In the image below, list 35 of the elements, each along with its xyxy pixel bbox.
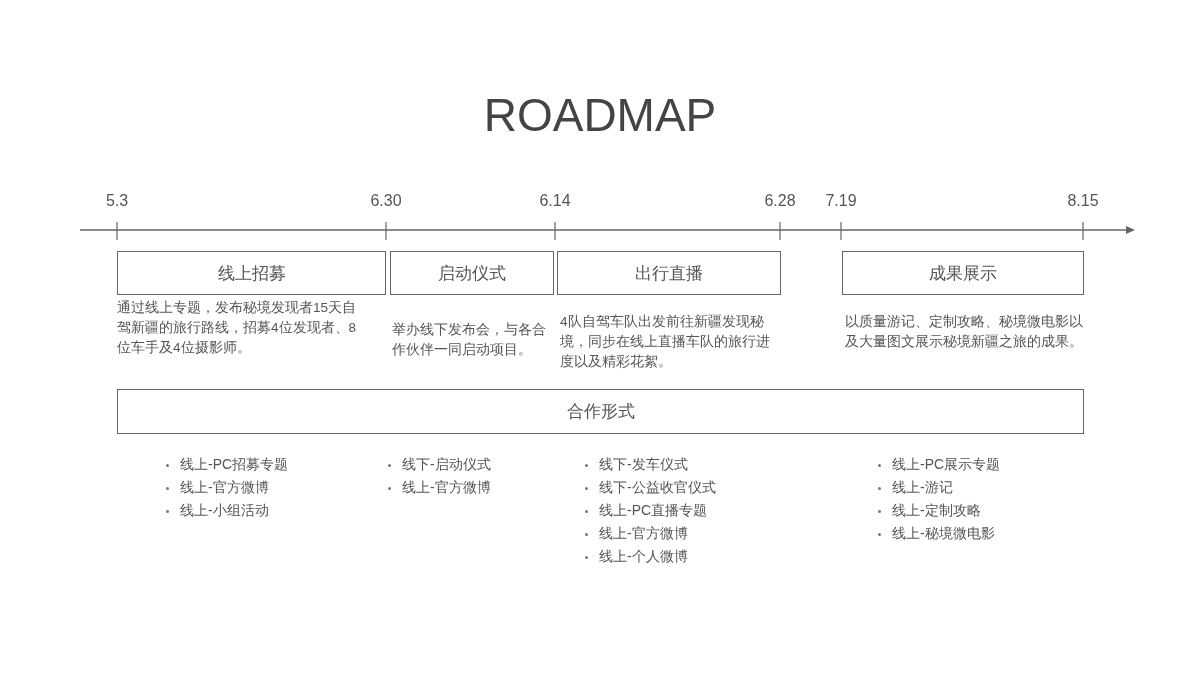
bullet-item: 线下-发车仪式 — [599, 456, 688, 472]
date-label: 6.14 — [538, 192, 572, 210]
date-label: 8.15 — [1066, 192, 1100, 210]
date-label: 6.30 — [369, 192, 403, 210]
bullet-item: 线上-秘境微电影 — [892, 525, 995, 541]
phase-title: 成果展示 — [929, 262, 997, 285]
bullet-item: 线上-小组活动 — [180, 502, 269, 518]
date-label: 7.19 — [824, 192, 858, 210]
phase-box — [842, 251, 1084, 295]
bullet-item: 线下-公益收官仪式 — [599, 479, 716, 495]
description-text: 通过线上专题，发布秘境发现者15天自驾新疆的旅行路线，招募4位发现者、8位车手及4位摄影师。 — [117, 299, 357, 357]
bullet-item: 线上-PC展示专题 — [892, 456, 1001, 472]
bullet-item: 线上-PC招募专题 — [180, 456, 289, 472]
bullet-item: 线上-官方微博 — [599, 525, 688, 541]
bullet-item: 线上-个人微博 — [599, 548, 688, 564]
bullet-item: 线上-游记 — [892, 479, 953, 495]
description-text: 以质量游记、定制攻略、秘境微电影以及大量图文展示秘境新疆之旅的成果。 — [845, 313, 1084, 351]
phase-title: 启动仪式 — [438, 262, 506, 285]
bullet-item: 线下-启动仪式 — [402, 456, 491, 472]
bullet-item: 线上-官方微博 — [402, 479, 491, 495]
phase-box — [390, 251, 554, 295]
bullet-item: 线上-官方微博 — [180, 479, 269, 495]
phase-box — [117, 251, 386, 295]
phase-title: 出行直播 — [635, 262, 703, 285]
description-text: 4队自驾车队出发前往新疆发现秘境，同步在线上直播车队的旅行进度以及精彩花絮。 — [560, 313, 771, 371]
date-label: 5.3 — [104, 192, 130, 210]
phase-title: 合作形式 — [566, 401, 635, 423]
date-label: 6.28 — [763, 192, 797, 210]
phase-title: 线上招募 — [217, 262, 286, 285]
bullet-item: 线上-定制攻略 — [892, 502, 981, 518]
bullet-item: 线上-PC直播专题 — [599, 502, 708, 518]
phase-box — [117, 389, 1084, 434]
phase-box — [557, 251, 781, 295]
title: ROADMAP — [482, 88, 718, 142]
description-text: 举办线下发布会，与各合作伙伴一同启动项目。 — [392, 321, 547, 359]
